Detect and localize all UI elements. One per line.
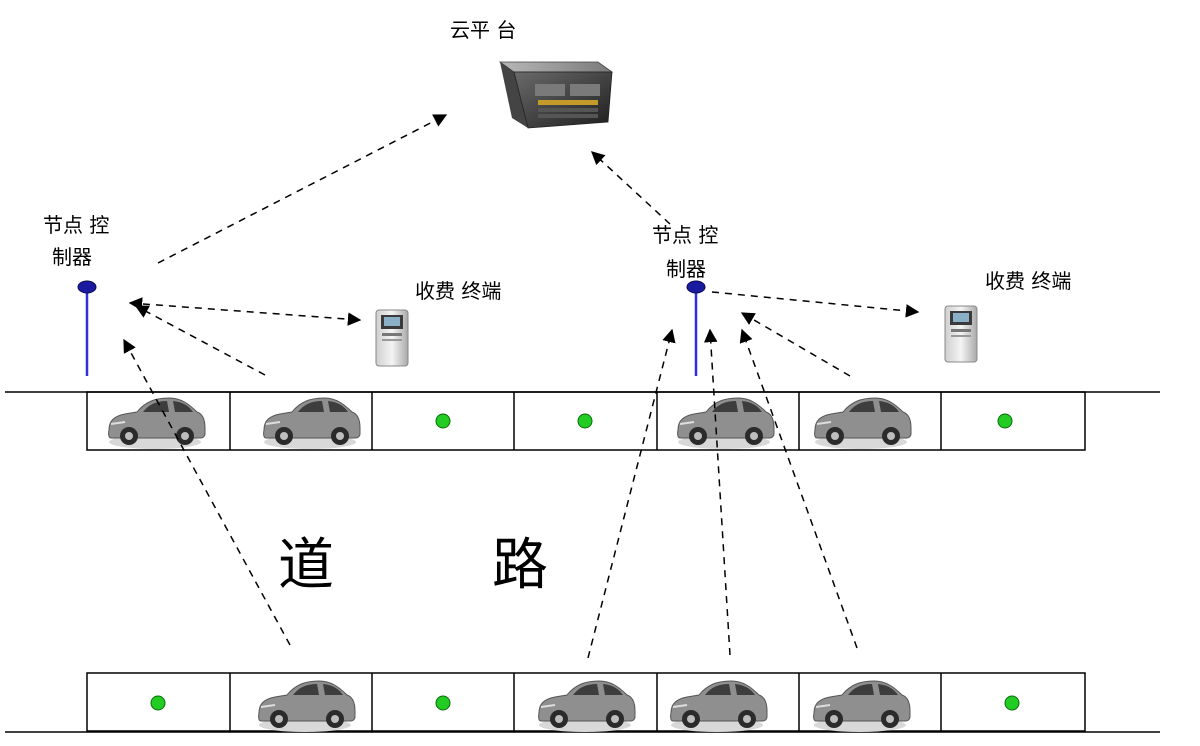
free-spot-indicator: [577, 413, 593, 429]
arrow-right-controller-to-terminal: [711, 291, 920, 318]
car-icon: [262, 397, 361, 450]
arrow-left-controller-to-terminal: [128, 297, 362, 326]
car-icon: [812, 680, 911, 733]
road-label-char2: 路: [492, 533, 548, 598]
arrow-car-to-left-controller: [134, 305, 266, 376]
top-parking-row: [86, 391, 1086, 451]
left-terminal-label: 收费 终端: [415, 279, 501, 303]
free-spot-indicator: [150, 695, 166, 711]
car-icon: [813, 397, 912, 450]
left-node-controller-label-line2: 制器: [52, 245, 92, 269]
right-terminal-label: 收费 终端: [985, 269, 1071, 293]
connection-arrows: [123, 114, 920, 659]
arrow-right-controller-to-cloud: [591, 151, 671, 225]
car-icon: [676, 397, 775, 450]
right-node-controller-label-line2: 制器: [666, 257, 706, 281]
arrow-bottom-car-to-right-controller-b: [704, 328, 731, 656]
arrow-bottom-car-to-left-controller: [123, 338, 291, 646]
bottom-parking-row: [86, 672, 1086, 733]
controller-sensor-icon: [77, 280, 97, 294]
arrow-left-controller-to-cloud: [157, 114, 448, 264]
controller-sensor-icon: [686, 280, 706, 294]
car-icon: [257, 680, 356, 733]
free-spot-indicator: [435, 413, 451, 429]
arrow-bottom-car-to-right-controller-c: [739, 328, 858, 649]
car-icon: [537, 680, 636, 733]
arrow-car-to-right-controller: [740, 312, 851, 377]
left-node-controller-label-line1: 节点 控: [43, 213, 109, 237]
road-label-char1: 道: [278, 533, 334, 598]
free-spot-indicator: [997, 413, 1013, 429]
right-node-controller-label-line1: 节点 控: [652, 223, 718, 247]
cloud-server-icon: [498, 61, 614, 129]
free-spot-indicator: [435, 695, 451, 711]
free-spot-indicator: [1004, 695, 1020, 711]
right-payment-terminal-icon: [944, 305, 978, 363]
left-node-controller: [77, 280, 97, 376]
right-node-controller: [686, 280, 706, 376]
left-payment-terminal-icon: [375, 309, 409, 367]
cloud-platform-label: 云平 台: [450, 18, 516, 42]
arrow-bottom-car-to-right-controller-a: [587, 328, 676, 659]
car-icon: [669, 680, 768, 733]
car-icon: [107, 397, 206, 450]
